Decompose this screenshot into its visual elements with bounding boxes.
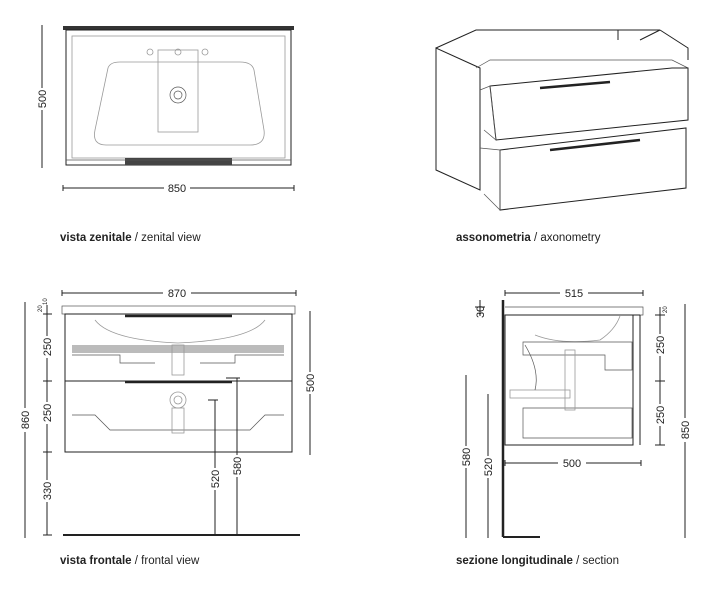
dim-drawer-top: 250 [42,338,54,356]
side-panel [435,47,481,191]
bottom-drawer [499,127,687,211]
frontal-view: 870 860 20 10 250 250 330 500 520 580 [18,286,317,567]
dim-580: 580 [232,457,244,475]
dim-width: 850 [168,183,186,195]
cabinet-section [504,314,634,446]
dim-drawer-bottom: 250 [655,406,667,424]
dim-floor-gap: 330 [42,482,54,500]
caption-zenital: vista zenitale / zenital view [60,232,201,244]
axonometry-view: assonometria / axonometry [435,29,689,244]
dim-10: 10 [43,298,49,305]
cabinet [64,313,293,453]
top-edge [63,26,294,30]
dim-depth: 515 [565,288,583,300]
basin [94,61,265,146]
dim-width: 870 [168,288,186,300]
drain-icon [169,86,187,104]
dim-cabinet-height: 500 [305,374,317,392]
dim-520: 520 [210,470,222,488]
dim-drawer-top: 250 [655,336,667,354]
dim-520: 520 [483,458,495,476]
dim-total-height: 850 [680,421,692,439]
caption-frontal: vista frontale / frontal view [60,555,200,567]
handle [125,158,232,165]
caption-axonometry: assonometria / axonometry [456,232,601,244]
dim-inner-depth: 500 [563,458,581,470]
dim-20: 20 [38,305,44,312]
dim-20: 20 [663,306,669,313]
countertop [61,305,296,315]
faucet-deck [157,49,199,133]
caption-section: sezione longitudinale / section [456,555,619,567]
dim-30: 30 [475,306,487,318]
dim-580: 580 [461,448,473,466]
dim-total-height: 860 [20,411,32,429]
countertop [505,306,644,316]
dim-drawer-bottom: 250 [42,404,54,422]
top-drawer [489,67,689,141]
zenital-view: 500 850 vista zenitale / zenital view [35,25,295,244]
dim-depth: 500 [37,90,49,108]
section-view: 515 30 20 250 250 850 580 520 500 sezion… [456,286,692,567]
